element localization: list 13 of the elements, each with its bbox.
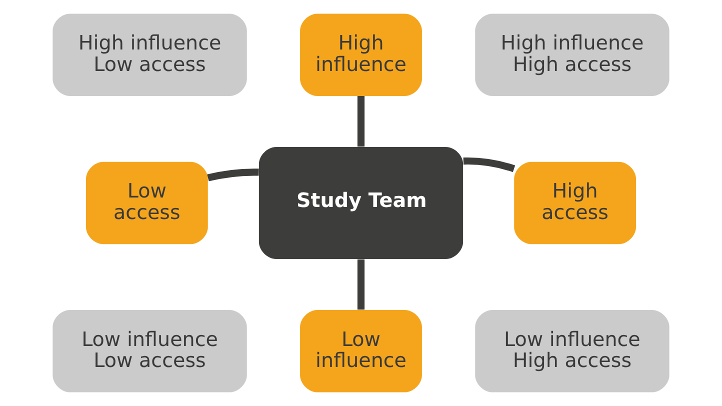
connector — [357, 259, 365, 310]
node-box: High influence — [300, 14, 422, 96]
node-box: High influence Low access — [52, 14, 247, 96]
connector — [357, 96, 365, 147]
node-box: Low influence High access — [475, 310, 670, 392]
connector — [463, 157, 516, 172]
node-box: Study Team — [258, 147, 464, 259]
node-box: Low influence Low access — [52, 310, 247, 392]
node-box: High influence High access — [475, 14, 670, 96]
node-box: Low influence — [300, 310, 422, 392]
node-box: High access — [514, 162, 636, 244]
node-box: Low access — [86, 162, 208, 244]
connector — [207, 168, 259, 182]
